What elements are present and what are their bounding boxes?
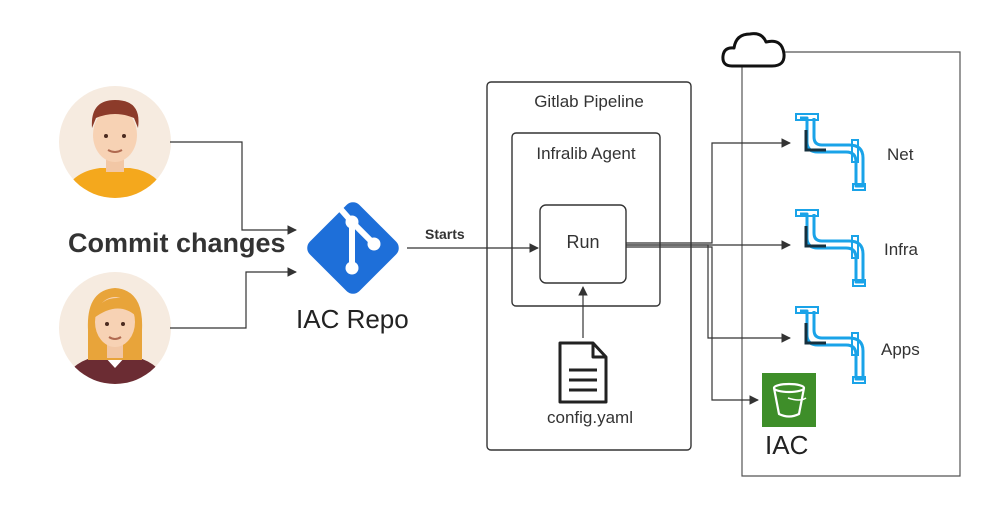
commit-changes-label: Commit changes (68, 228, 286, 258)
connector-run-to-iac (626, 246, 759, 405)
cloud-icon (721, 32, 786, 68)
config-file-label: config.yaml (547, 408, 633, 427)
connector-run-to-apps (626, 244, 791, 343)
female-user-avatar-icon (59, 272, 171, 384)
cloud-boundary (741, 51, 961, 477)
pipe-icon-net (795, 113, 866, 191)
git-logo-icon (307, 202, 399, 294)
infra-label: Infra (884, 240, 919, 259)
connector-run-to-net (626, 138, 791, 244)
iac-repo-label: IAC Repo (296, 304, 409, 334)
pipe-icon-apps (795, 306, 866, 384)
connector-male-to-repo (170, 141, 297, 235)
document-icon (558, 341, 608, 404)
infralib-agent-title: Infralib Agent (536, 144, 636, 163)
run-label: Run (566, 232, 600, 252)
net-label: Net (887, 145, 914, 164)
infralib-agent-box (511, 132, 661, 307)
gitlab-pipeline-title: Gitlab Pipeline (534, 92, 644, 111)
run-box (539, 204, 627, 284)
apps-label: Apps (881, 340, 920, 359)
s3-bucket-icon (762, 373, 816, 427)
iac-bucket-label: IAC (765, 430, 809, 460)
starts-edge-label: Starts (425, 226, 465, 242)
gitlab-pipeline-box (486, 81, 692, 451)
male-user-avatar-icon (59, 86, 171, 198)
pipe-icon-infra (795, 209, 866, 287)
connector-female-to-repo (170, 267, 297, 329)
